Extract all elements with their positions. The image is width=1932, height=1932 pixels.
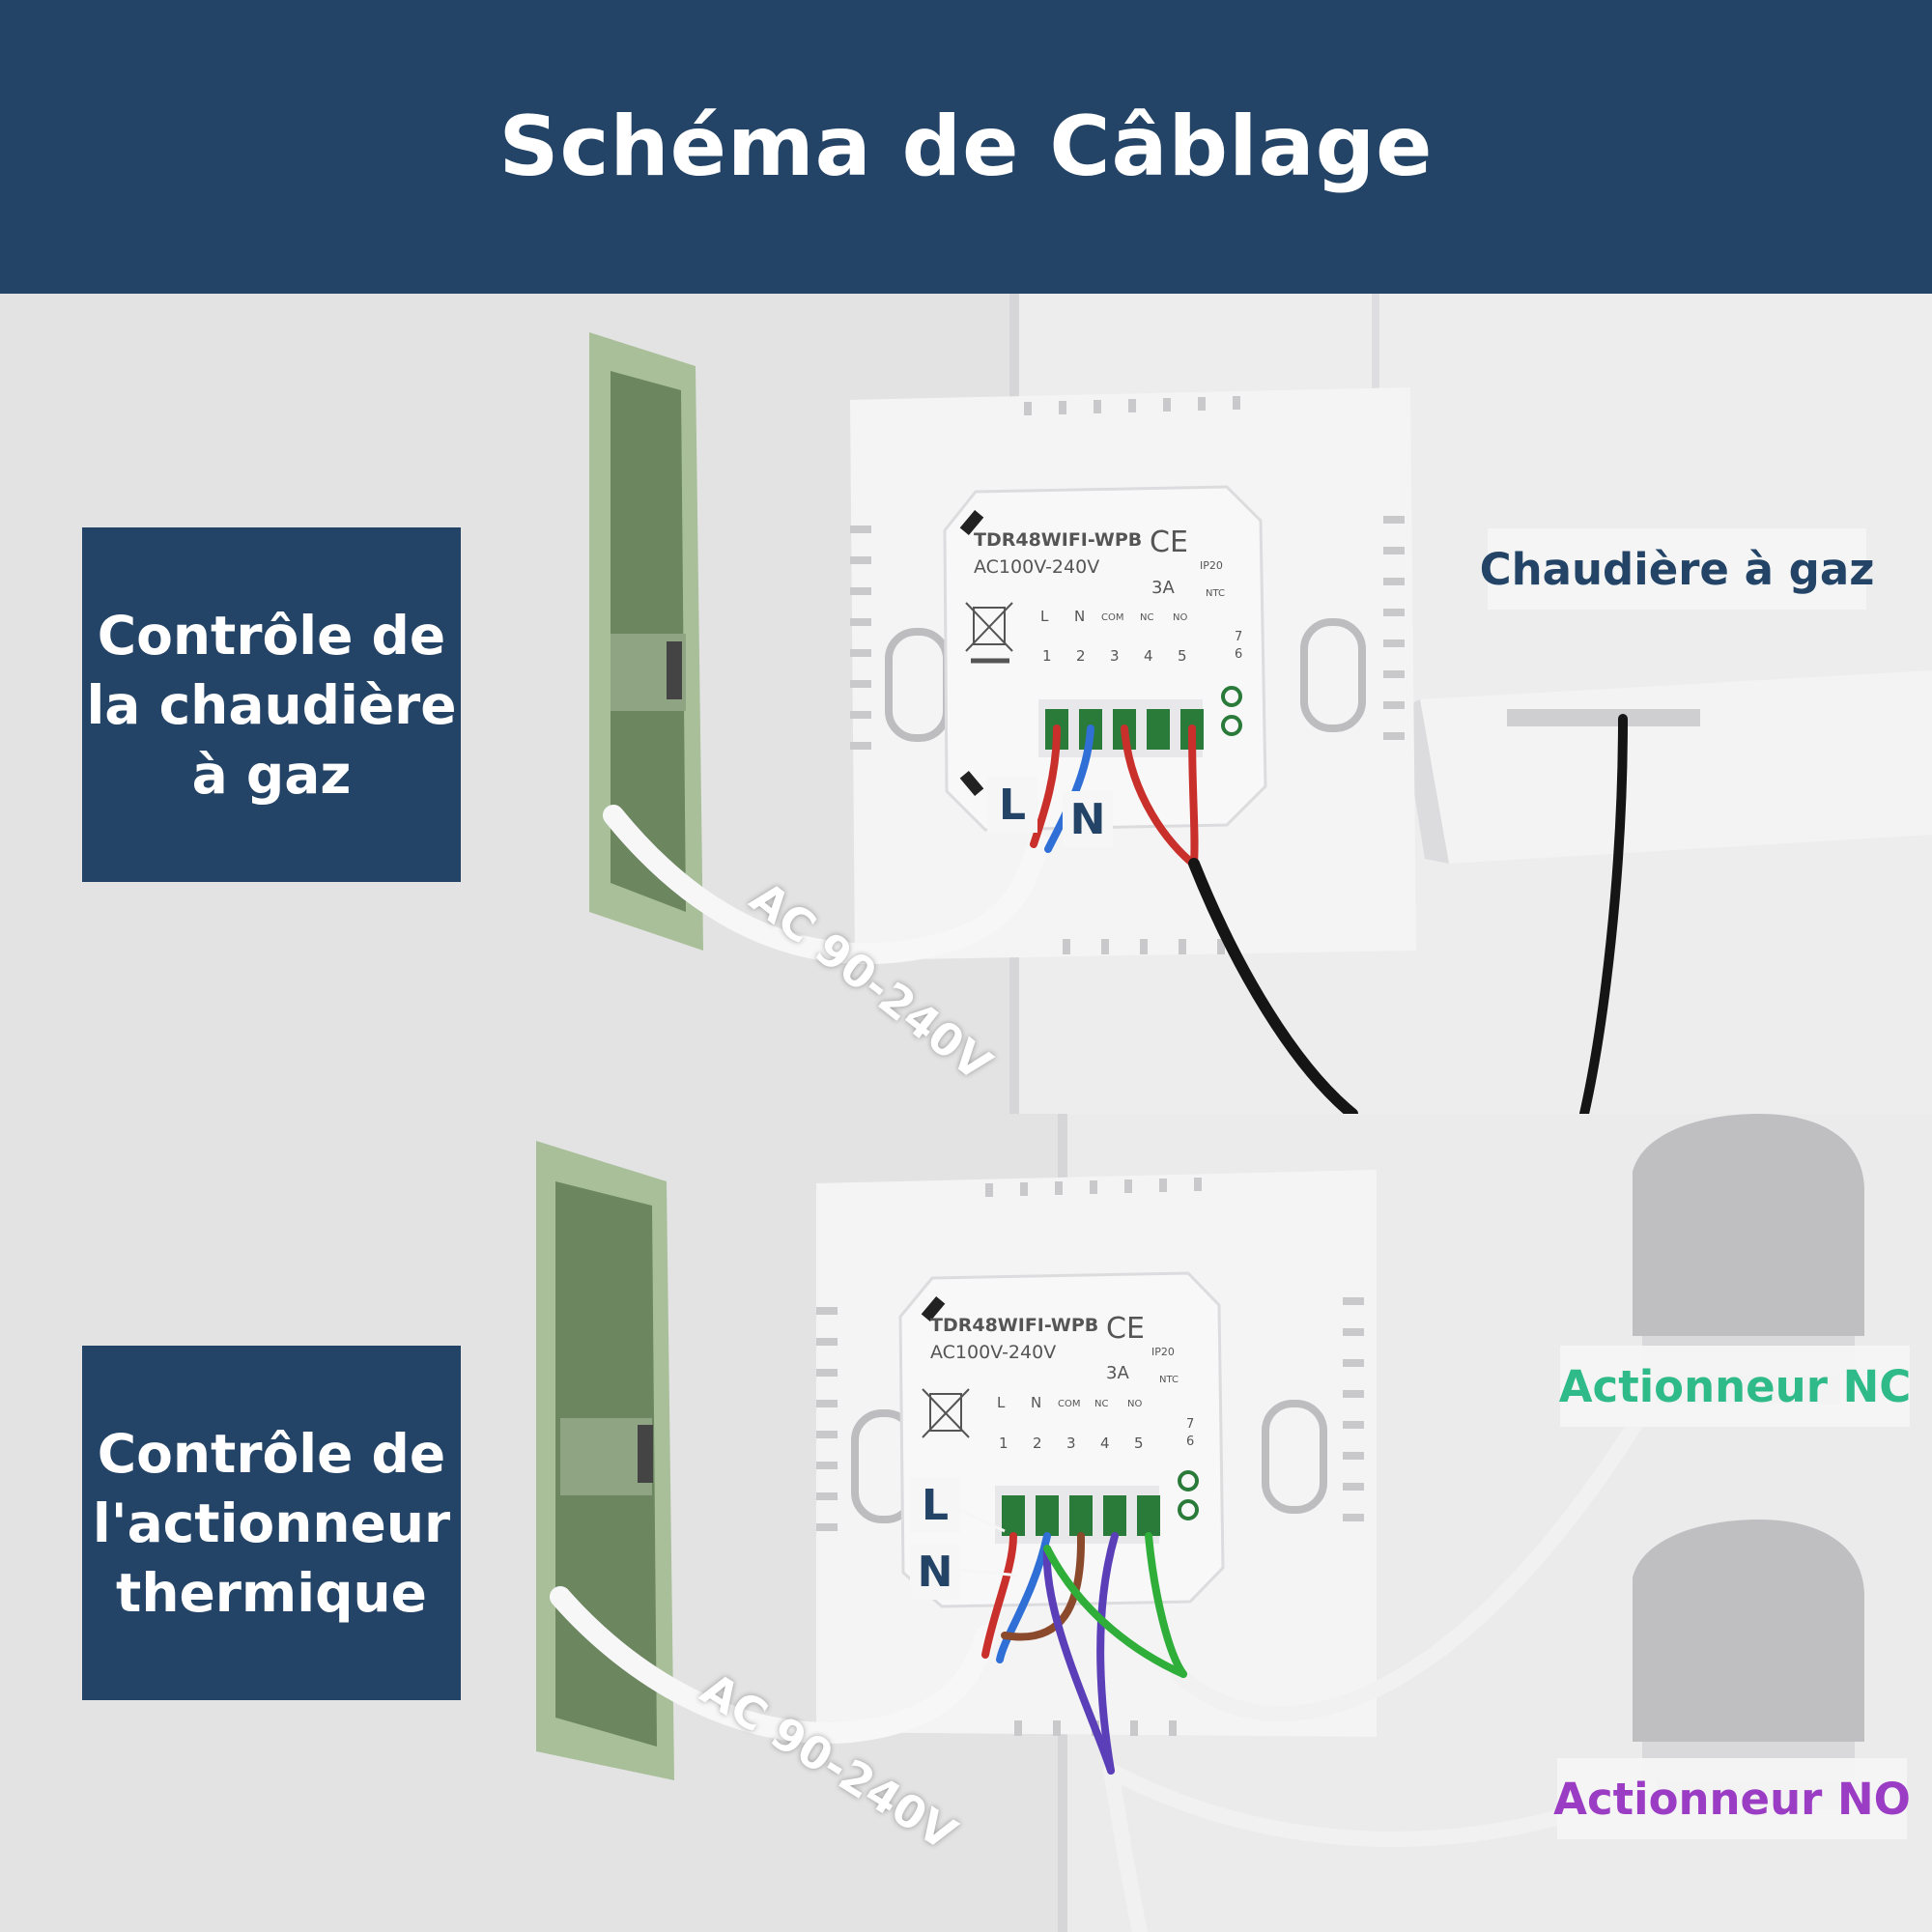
- caption-gas-boiler-control: Contrôle de la chaudière à gaz: [82, 527, 461, 882]
- terminal-label-n: N: [1031, 1394, 1042, 1411]
- back-box: [589, 332, 703, 951]
- tag-gas-boiler: Chaudière à gaz: [1480, 528, 1874, 610]
- wire-label-n: N: [910, 1544, 960, 1600]
- panel-thermal-actuator: TDR48WIFI-WPB AC100V-240V CE IP20 3A NTC…: [0, 1114, 1932, 1932]
- terminal-label-l: L: [1040, 608, 1049, 625]
- terminal-number-1: 1: [999, 1435, 1009, 1452]
- terminal-label-n: N: [1074, 608, 1086, 625]
- wire-label-l: L: [910, 1477, 960, 1533]
- header-banner: Schéma de Câblage: [0, 0, 1932, 294]
- terminal-label-com: COM: [1101, 612, 1124, 623]
- terminal-number-4: 4: [1144, 647, 1153, 665]
- device-model: TDR48WIFI-WPB: [974, 529, 1143, 551]
- terminal-label-l: L: [997, 1394, 1006, 1411]
- gas-boiler: [1401, 670, 1932, 864]
- terminal-label-nc: NC: [1140, 612, 1154, 623]
- terminal-number-5: 5: [1178, 647, 1187, 665]
- ntc-number-7: 7: [1186, 1417, 1195, 1432]
- ntc-number-6: 6: [1186, 1435, 1195, 1449]
- ntc-label: NTC: [1206, 588, 1225, 599]
- wire-label-n: N: [1063, 791, 1113, 847]
- terminal-label-no: NO: [1127, 1399, 1143, 1409]
- ntc-number-7: 7: [1235, 630, 1243, 644]
- tag-actuator-nc: Actionneur NC: [1559, 1346, 1911, 1427]
- ip-rating: IP20: [1200, 559, 1223, 572]
- ntc-label: NTC: [1159, 1375, 1179, 1385]
- terminal-number-3: 3: [1066, 1435, 1076, 1452]
- terminal-number-3: 3: [1110, 647, 1120, 665]
- caption-thermal-actuator-control: Contrôle de l'actionneur thermique: [82, 1346, 461, 1700]
- page-title: Schéma de Câblage: [498, 99, 1434, 195]
- ip-rating: IP20: [1151, 1346, 1175, 1358]
- ntc-number-6: 6: [1235, 647, 1243, 662]
- current-rating: 3A: [1151, 578, 1175, 598]
- terminal-label-nc: NC: [1094, 1399, 1109, 1409]
- wire-label-l: L: [987, 777, 1037, 833]
- terminal-number-4: 4: [1100, 1435, 1110, 1452]
- ce-mark: CE: [1106, 1312, 1145, 1346]
- relay-module: [943, 485, 1267, 832]
- terminal-number-2: 2: [1076, 647, 1086, 665]
- panel-gas-boiler: TDR48WIFI-WPB AC100V-240V CE IP20 3A NTC…: [0, 294, 1932, 1114]
- current-rating: 3A: [1106, 1363, 1129, 1383]
- terminal-number-2: 2: [1033, 1435, 1042, 1452]
- device-rating: AC100V-240V: [974, 556, 1100, 578]
- ce-mark: CE: [1150, 526, 1188, 559]
- terminal-label-com: COM: [1058, 1399, 1081, 1409]
- tag-actuator-no: Actionneur NO: [1553, 1758, 1911, 1839]
- terminal-label-no: NO: [1173, 612, 1188, 623]
- device-model: TDR48WIFI-WPB: [930, 1315, 1099, 1336]
- device-rating: AC100V-240V: [930, 1342, 1057, 1363]
- terminal-number-1: 1: [1042, 647, 1052, 665]
- terminal-number-5: 5: [1134, 1435, 1144, 1452]
